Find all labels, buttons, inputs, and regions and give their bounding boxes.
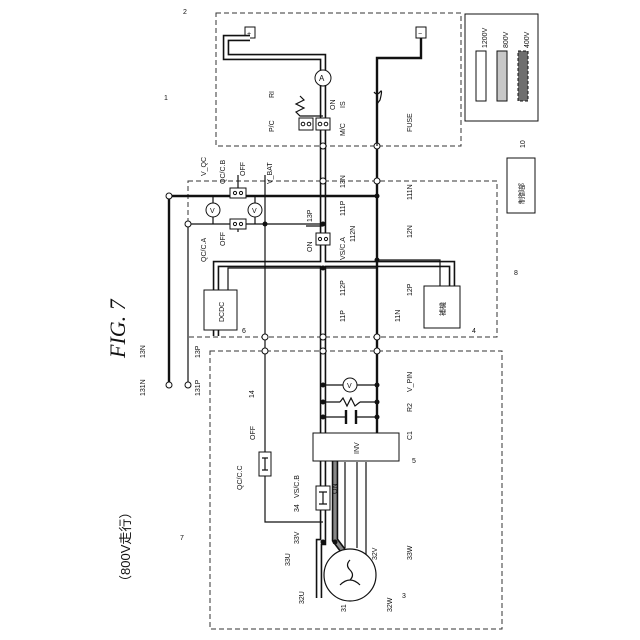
battery-minus-label: − bbox=[418, 31, 422, 38]
label-11p: 11P bbox=[340, 310, 347, 322]
ref-8: 8 bbox=[514, 270, 518, 277]
label-33w: 33W bbox=[407, 545, 414, 560]
label-vsca: VS/C.A bbox=[340, 237, 347, 260]
label-fuse: FUSE bbox=[407, 113, 414, 132]
wire-dcdc-neg bbox=[228, 268, 377, 290]
label-33v: 33V bbox=[294, 531, 301, 544]
label-pc: P/C bbox=[269, 120, 276, 132]
qccb-contactor bbox=[230, 188, 246, 198]
label-vpin: V_PIN bbox=[407, 372, 414, 392]
label-vbat: V_BAT bbox=[267, 162, 274, 184]
label-off-a: OFF bbox=[220, 232, 227, 246]
legend-label-1200v: 1200V bbox=[482, 27, 489, 48]
label-34: 34 bbox=[294, 504, 301, 512]
ref-7: 7 bbox=[180, 535, 184, 542]
label-112p: 112P bbox=[340, 280, 347, 296]
qcca-contactor bbox=[230, 219, 246, 229]
r2-resistor bbox=[340, 398, 360, 406]
ref-4: 4 bbox=[472, 328, 476, 335]
legend-swatch-1200v bbox=[476, 51, 486, 101]
label-qcca: QC/C.A bbox=[201, 238, 208, 262]
label-12n: 12N bbox=[407, 225, 414, 238]
legend-label-400v: 400V bbox=[524, 31, 531, 48]
c1-capacitor bbox=[346, 410, 356, 424]
label-111n: 111N bbox=[407, 184, 414, 200]
label-on-vsca: ON bbox=[307, 242, 314, 253]
ref-14: 14 bbox=[249, 390, 256, 398]
label-on-mc: ON bbox=[330, 100, 337, 111]
label-131p: 131P bbox=[195, 379, 202, 396]
label-on-vscb: ON bbox=[332, 484, 339, 495]
ref-2: 2 bbox=[183, 9, 187, 16]
label-33u: 33U bbox=[285, 553, 292, 566]
label-off-b: OFF bbox=[240, 162, 247, 176]
label-32u: 32U bbox=[299, 591, 306, 604]
ref-3: 3 bbox=[402, 593, 406, 600]
label-111p: 111P bbox=[340, 200, 347, 216]
inverter-label: INV bbox=[354, 442, 361, 454]
legend-label-800v: 800V bbox=[503, 31, 510, 48]
dcdc-label: DCDC bbox=[219, 302, 226, 322]
label-off-c: OFF bbox=[250, 426, 257, 440]
legend-swatch-800v bbox=[497, 51, 507, 101]
label-13p-bot: 13P bbox=[195, 345, 202, 358]
label-qccc: QC/C.C bbox=[237, 466, 244, 491]
label-32w: 32W bbox=[387, 597, 394, 612]
label-13n-top: 13N bbox=[340, 175, 347, 188]
ref-6: 6 bbox=[242, 328, 246, 335]
label-13p-top: 13P bbox=[307, 209, 314, 222]
voltmeter-vqc-symbol: V bbox=[210, 208, 215, 215]
qccc-switch bbox=[259, 452, 271, 476]
aux-label: 補機 bbox=[438, 302, 447, 316]
label-qccb: QC/C.B bbox=[220, 160, 227, 184]
control-unit-label: 制御部 bbox=[517, 183, 526, 204]
label-vscb: VS/C.B bbox=[294, 475, 301, 498]
label-mc: M/C bbox=[340, 123, 347, 136]
voltmeter-vpin-symbol: V bbox=[347, 383, 352, 390]
negative-main-rail bbox=[377, 38, 421, 442]
label-c1: C1 bbox=[407, 431, 414, 440]
voltmeter-vbat-symbol: V bbox=[252, 208, 257, 215]
label-131n: 131N bbox=[140, 379, 147, 396]
label-12p: 12P bbox=[407, 283, 414, 296]
ref-1: 1 bbox=[164, 95, 168, 102]
label-ri: RI bbox=[269, 91, 276, 98]
label-32v: 32V bbox=[372, 547, 379, 560]
ref-10: 10 bbox=[520, 140, 527, 148]
label-vqc: V_QC bbox=[201, 157, 208, 176]
label-11n: 11N bbox=[395, 310, 402, 322]
ri-resistor bbox=[296, 96, 323, 116]
highlighted-path-fill bbox=[216, 38, 452, 598]
label-31: 31 bbox=[341, 604, 348, 612]
legend-swatch-400v bbox=[518, 51, 528, 101]
label-r2: R2 bbox=[407, 403, 414, 412]
label-13n-bot: 13N bbox=[140, 345, 147, 358]
figure-title: FIG. 7 bbox=[105, 298, 130, 359]
vscb-switch bbox=[316, 486, 330, 510]
motor-symbol bbox=[324, 549, 376, 601]
figure-mode: （800V走行） bbox=[118, 506, 133, 588]
label-is: IS bbox=[340, 101, 347, 108]
ammeter-label: A bbox=[319, 74, 325, 83]
ref-5: 5 bbox=[412, 458, 416, 465]
label-112n: 112N bbox=[350, 226, 357, 242]
